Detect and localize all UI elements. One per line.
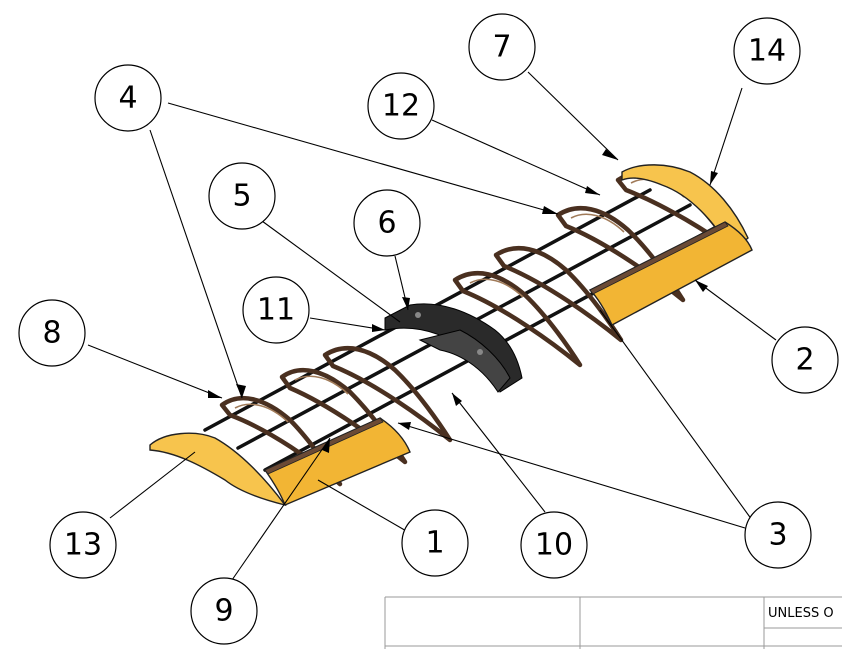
balloon-label: 3 xyxy=(768,518,787,553)
leader-2 xyxy=(694,279,777,341)
arrowhead xyxy=(322,438,330,453)
balloon-label: 4 xyxy=(118,81,137,116)
right-wing-skin xyxy=(588,164,753,326)
balloon-3: 3 xyxy=(744,501,812,569)
balloon-7: 7 xyxy=(468,13,536,81)
balloon-4: 4 xyxy=(94,64,162,132)
arrowhead xyxy=(452,393,462,406)
right-lower-skin xyxy=(588,221,753,326)
balloon-8: 8 xyxy=(18,299,86,367)
leader-5 xyxy=(261,220,401,323)
arrowhead xyxy=(710,171,718,185)
arrowhead xyxy=(236,384,246,398)
rib-lightening xyxy=(234,403,289,423)
leader-13 xyxy=(109,451,196,519)
rib-lightening xyxy=(469,278,524,298)
leader-lines xyxy=(87,71,777,581)
arrowhead xyxy=(398,422,411,430)
balloon-13: 13 xyxy=(49,511,117,579)
balloon-label: 13 xyxy=(64,528,102,563)
balloon-label: 7 xyxy=(492,30,511,65)
rib xyxy=(452,271,583,368)
balloon-label: 1 xyxy=(425,526,444,561)
balloon-label: 5 xyxy=(232,179,251,214)
balloon-10: 10 xyxy=(520,511,588,579)
rib xyxy=(322,346,453,443)
title-block: UNLESS O xyxy=(384,596,842,649)
arrowhead xyxy=(542,206,558,214)
leader-1 xyxy=(317,479,409,533)
balloon-14: 14 xyxy=(733,17,801,85)
leader-7 xyxy=(527,71,619,161)
leader-4b xyxy=(167,102,559,215)
leader-8 xyxy=(87,344,223,399)
balloon-2: 2 xyxy=(771,326,839,394)
rib-lightening xyxy=(294,375,349,395)
arrowhead xyxy=(585,186,600,195)
balloon-label: 12 xyxy=(382,89,420,124)
title-block-note: UNLESS O xyxy=(768,606,834,621)
balloon-label: 11 xyxy=(257,293,295,328)
left-lower-skin xyxy=(263,417,411,506)
balloon-label: 9 xyxy=(214,594,233,629)
leader-12 xyxy=(431,119,601,196)
rib-lightening xyxy=(570,213,625,233)
bolt-hole xyxy=(415,312,421,318)
balloon-12: 12 xyxy=(367,72,435,140)
balloons: 1 2 3 4 5 6 7 8 xyxy=(18,13,839,645)
arrowhead xyxy=(602,149,618,160)
balloon-label: 2 xyxy=(795,343,814,378)
leader-3b xyxy=(397,422,746,529)
balloon-1: 1 xyxy=(401,509,469,577)
arrowhead xyxy=(695,280,708,292)
leader-10 xyxy=(451,392,546,513)
balloon-label: 6 xyxy=(377,206,396,241)
right-trailing-strip xyxy=(589,221,729,295)
balloon-5: 5 xyxy=(208,162,276,230)
leader-4a xyxy=(149,129,243,399)
bolt-hole xyxy=(477,349,483,355)
balloon-6: 6 xyxy=(353,189,421,257)
leader-3a xyxy=(599,309,753,521)
arrowhead xyxy=(208,390,222,398)
balloon-label: 14 xyxy=(748,34,786,69)
balloon-11: 11 xyxy=(242,276,310,344)
balloon-label: 8 xyxy=(42,316,61,351)
arrowhead xyxy=(402,297,410,310)
center-lower-plate xyxy=(418,329,511,393)
balloon-label: 10 xyxy=(535,528,573,563)
leader-9 xyxy=(231,437,331,581)
arrowhead xyxy=(372,324,385,332)
leader-14 xyxy=(709,87,743,186)
center-section xyxy=(384,303,523,393)
balloon-9: 9 xyxy=(190,577,258,645)
